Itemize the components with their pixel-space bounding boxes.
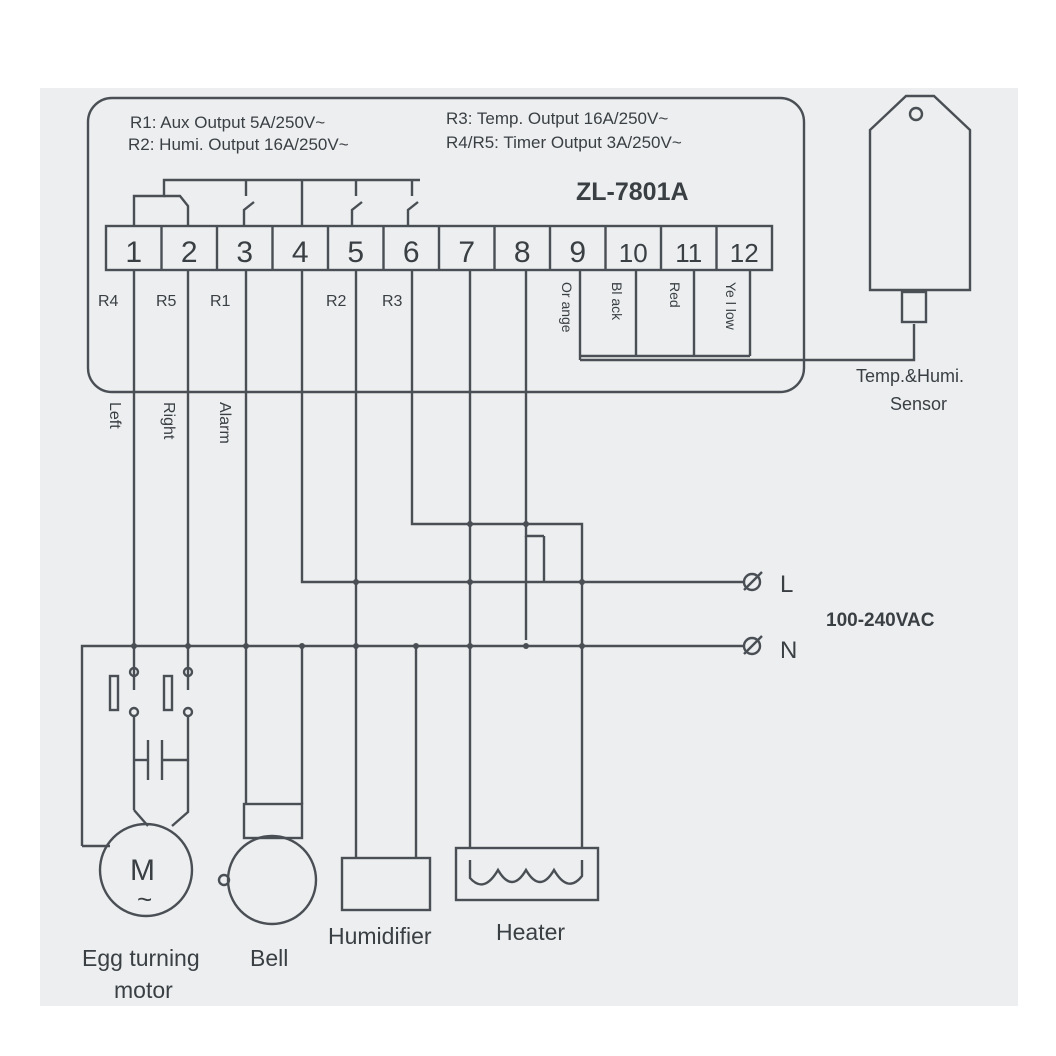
limit-switches — [82, 666, 194, 848]
label-right: Right — [160, 402, 177, 440]
terminal-number-6: 6 — [403, 236, 420, 269]
motor-wave: ~ — [137, 884, 152, 914]
motor-letter: M — [130, 854, 155, 887]
humidifier-icon — [340, 856, 432, 912]
label-motor-line1: Egg turning — [82, 945, 200, 971]
terminal-number-12: 12 — [730, 238, 759, 268]
terminal-number-2: 2 — [181, 236, 198, 269]
controller-body — [86, 96, 806, 394]
spec-r1: R1: Aux Output 5A/250V~ — [130, 113, 325, 132]
terminal-number-9: 9 — [569, 236, 586, 269]
wire-label-yellow: Ye l low — [723, 282, 739, 331]
model-name: ZL-7801A — [576, 178, 689, 206]
label-r2: R2 — [326, 293, 347, 310]
label-heater: Heater — [496, 919, 565, 945]
spec-r45: R4/R5: Timer Output 3A/250V~ — [446, 133, 682, 152]
terminal-dividers — [160, 226, 718, 270]
label-bell: Bell — [250, 945, 288, 971]
wire-label-orange: Or ange — [559, 282, 575, 333]
label-voltage: 100-240VAC — [826, 610, 935, 631]
temp-humi-sensor — [868, 94, 972, 324]
label-r5: R5 — [156, 293, 177, 310]
relay-contacts — [132, 178, 420, 226]
terminal-number-4: 4 — [292, 236, 309, 269]
sensor-label-line2: Sensor — [890, 394, 947, 414]
terminal-number-3: 3 — [236, 236, 253, 269]
sensor-label-line1: Temp.&Humi. — [856, 366, 964, 386]
spec-r2: R2: Humi. Output 16A/250V~ — [128, 135, 349, 154]
terminal-number-8: 8 — [514, 236, 531, 269]
terminal-number-11: 11 — [675, 238, 702, 268]
label-left: Left — [106, 402, 123, 429]
terminal-number-5: 5 — [347, 236, 364, 269]
bell-icon — [217, 802, 318, 926]
label-r1: R1 — [210, 293, 231, 310]
power-terminals — [742, 571, 763, 656]
terminal-number-7: 7 — [458, 236, 475, 269]
label-neutral: N — [780, 637, 797, 664]
spec-r3: R3: Temp. Output 16A/250V~ — [446, 109, 668, 128]
label-line: L — [780, 571, 793, 598]
label-alarm: Alarm — [216, 402, 233, 444]
heater-icon — [454, 846, 600, 902]
wire-label-red: Red — [667, 282, 683, 308]
terminal-number-10: 10 — [619, 238, 648, 268]
output-wires — [80, 270, 744, 858]
label-r4: R4 — [98, 293, 119, 310]
label-humidifier: Humidifier — [328, 923, 432, 949]
label-r3: R3 — [382, 293, 403, 310]
label-motor-line2: motor — [114, 977, 173, 1003]
motor-icon — [98, 822, 194, 918]
wire-label-black: Bl ack — [609, 282, 625, 321]
paper-background — [40, 88, 1018, 1006]
sensor-wiring — [578, 270, 916, 362]
terminal-number-1: 1 — [125, 236, 142, 269]
wire-crossings — [131, 521, 585, 649]
